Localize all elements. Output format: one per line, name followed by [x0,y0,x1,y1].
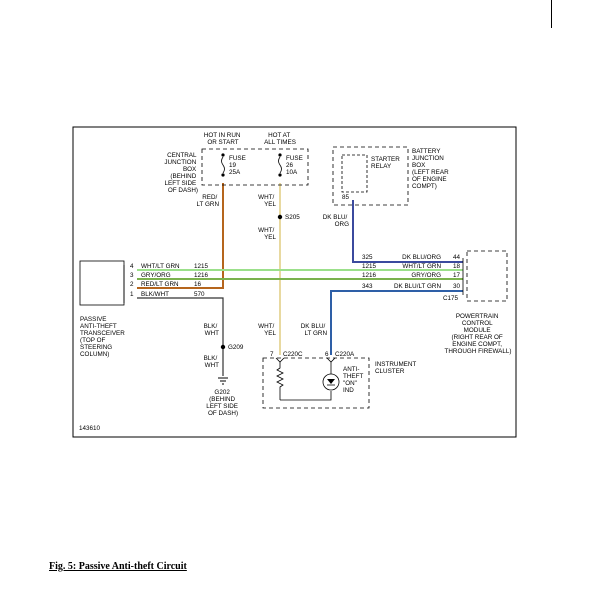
svg-text:1216: 1216 [194,272,209,279]
anti-theft-indicator-label: ANTI- THEFT "ON" IND [343,366,365,394]
c220c-pin-7: 7 [270,351,274,358]
svg-text:1215: 1215 [194,263,209,270]
svg-text:1215: 1215 [362,263,377,270]
fuse-26-symbol [278,156,282,174]
battery-junction-box [332,146,409,206]
svg-text:2: 2 [130,281,134,288]
svg-text:16: 16 [194,281,202,288]
figure-number: 143610 [79,425,101,432]
svg-text:RED/LT GRN: RED/LT GRN [141,281,179,288]
wire-dk-blu-lt-grn [330,290,463,355]
svg-text:325: 325 [362,254,373,261]
pcm-row-44: 325 DK BLU/ORG 44 [362,254,461,261]
splice-g209-dot [220,344,226,350]
splice-s205-label: S205 [285,214,300,221]
red-lt-grn-label: RED/ LT GRN [196,194,219,208]
central-junction-box [201,148,309,186]
svg-text:BLK/WHT: BLK/WHT [141,291,169,298]
svg-text:1216: 1216 [362,272,377,279]
starter-relay-box [341,154,368,193]
c220c-connector-arrow [275,357,285,363]
dk-blu-lt-grn-label: DK BLU/ LT GRN [301,323,328,337]
splice-g209-label: G209 [228,344,244,351]
svg-text:17: 17 [453,272,461,279]
page-border-line [551,0,552,28]
hot-at-all-times-label: HOT AT ALL TIMES [264,132,296,146]
central-junction-box-label: CENTRAL JUNCTION BOX (BEHIND LEFT SIDE O… [164,152,198,194]
svg-text:WHT/LT GRN: WHT/LT GRN [402,263,441,270]
svg-text:4: 4 [130,263,134,270]
pcm-row-18: 1215 WHT/LT GRN 18 [362,263,461,270]
svg-text:DK BLU/LT GRN: DK BLU/LT GRN [394,283,441,290]
fuse-19-label: FUSE 19 25A [229,155,248,176]
pats-row-4: 4 WHT/LT GRN 1215 [130,263,209,270]
fuse-19-terminal-bottom [221,173,225,177]
blk-wht-label-1: BLK/ WHT [204,323,220,337]
svg-text:343: 343 [362,283,373,290]
fuse-26-terminal-top [278,153,282,157]
pcm-row-30: 343 DK BLU/LT GRN 30 [362,283,461,290]
resistor-symbol [276,362,284,400]
pats-transceiver-label: PASSIVE ANTI-THEFT TRANSCEIVER (TOP OF S… [80,316,127,358]
c220c-label: C220C [283,351,303,358]
svg-text:WHT/LT GRN: WHT/LT GRN [141,263,180,270]
wht-yel-mid-label: WHT/ YEL [258,227,276,241]
ground-symbol [218,377,228,385]
c220a-pin-6: 6 [325,351,329,358]
ground-g202-label: G202 (BEHIND LEFT SIDE OF DASH) [206,389,239,417]
starter-relay-label: STARTER RELAY [371,156,402,170]
svg-text:GRY/ORG: GRY/ORG [141,272,171,279]
wht-yel-top-label: WHT/ YEL [258,194,276,208]
wire-blk-wht [137,297,224,376]
splice-s205-dot [277,214,283,220]
hot-in-run-label: HOT IN RUN OR START [204,132,242,146]
svg-text:1: 1 [130,291,134,298]
pats-row-1: 1 BLK/WHT 570 [130,291,205,298]
svg-text:18: 18 [453,263,461,270]
pcm-connector-c175: C175 [443,295,459,302]
svg-text:44: 44 [453,254,461,261]
instrument-cluster-label: INSTRUMENT CLUSTER [375,361,418,375]
wire-dk-blu-org [352,200,463,263]
diagram-frame [72,126,517,438]
c220a-label: C220A [335,351,355,358]
pats-row-3: 3 GRY/ORG 1216 [130,272,209,279]
svg-text:570: 570 [194,291,205,298]
wht-yel-low-label: WHT/ YEL [258,323,276,337]
svg-text:DK BLU/ORG: DK BLU/ORG [402,254,441,261]
figure-caption: Fig. 5: Passive Anti-theft Circuit [49,561,187,572]
cluster-internal-wire [280,391,332,401]
battery-junction-box-label: BATTERY JUNCTION BOX (LEFT REAR OF ENGIN… [412,148,450,190]
fuse-26-label: FUSE 26 10A [286,155,305,176]
svg-text:3: 3 [130,272,134,279]
bjb-pin-85: 85 [342,194,350,201]
fuse-19-terminal-top [221,153,225,157]
blk-wht-label-2: BLK/ WHT [204,355,220,369]
pats-row-2: 2 RED/LT GRN 16 [130,281,202,288]
c220a-connector-arrow [326,357,336,363]
anti-theft-led-icon [322,373,340,391]
wire-red-lt-grn [137,183,224,289]
pcm-label: POWERTRAIN CONTROL MODULE (RIGHT REAR OF… [445,313,512,355]
instrument-cluster-box [262,357,370,409]
svg-text:GRY/ORG: GRY/ORG [411,272,441,279]
fuse-19-symbol [221,156,225,174]
svg-text:30: 30 [453,283,461,290]
pats-transceiver-box [79,260,125,306]
dk-blu-org-label: DK BLU/ ORG [323,214,349,228]
pcm-row-17: 1216 GRY/ORG 17 [362,272,461,279]
pcm-box [466,250,508,302]
fuse-26-terminal-bottom [278,173,282,177]
